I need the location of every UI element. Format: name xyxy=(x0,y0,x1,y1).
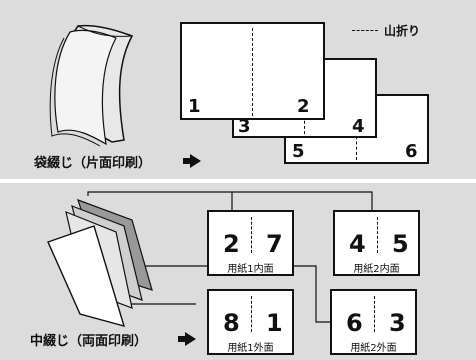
sheet-side-label: 用紙1外面 xyxy=(227,343,274,354)
saddle-stitch-booklet-illustration xyxy=(47,199,153,328)
page-number: 1 xyxy=(266,309,283,337)
page-number: 5 xyxy=(292,141,305,162)
page-number: 5 xyxy=(392,230,409,258)
spread-sheet1-outside: 8 1 用紙1外面 xyxy=(207,289,294,355)
pouch-binding-caption: 袋綴じ（片面印刷） xyxy=(34,156,152,171)
arrow-right-icon xyxy=(183,158,190,164)
fold-line-legend-symbol xyxy=(352,30,378,31)
sheet-1 xyxy=(180,22,325,120)
section-divider xyxy=(0,179,476,183)
arrow-right-icon xyxy=(185,332,196,346)
sheet-side-label: 用紙2内面 xyxy=(353,264,400,275)
sheet-side-label: 用紙1内面 xyxy=(227,264,274,275)
page-number: 6 xyxy=(346,309,363,337)
page-number: 8 xyxy=(223,309,240,337)
page-number: 4 xyxy=(349,230,366,258)
spread-sheet2-inside: 4 5 用紙2内面 xyxy=(333,210,420,276)
fold-line-legend-label: 山折り xyxy=(384,24,421,38)
pouch-binding-booklet-illustration xyxy=(49,24,134,147)
page-number: 2 xyxy=(223,230,240,258)
saddle-stitch-caption: 中綴じ（両面印刷） xyxy=(30,334,148,349)
fold-line xyxy=(374,296,375,332)
page-number: 6 xyxy=(405,141,418,162)
arrow-right-icon xyxy=(190,154,201,168)
spread-sheet1-inside: 2 7 用紙1内面 xyxy=(207,210,294,276)
fold-line xyxy=(252,28,253,116)
fold-line xyxy=(377,217,378,253)
arrow-right-icon xyxy=(178,336,185,342)
page-number: 3 xyxy=(389,309,406,337)
page-number: 7 xyxy=(266,230,283,258)
page-number: 1 xyxy=(188,96,201,117)
spread-sheet2-outside: 6 3 用紙2外面 xyxy=(330,289,417,355)
fold-line xyxy=(251,217,252,253)
sheet-side-label: 用紙2外面 xyxy=(350,343,397,354)
page-number: 3 xyxy=(238,116,251,137)
page-number: 2 xyxy=(297,96,310,117)
fold-line xyxy=(251,296,252,332)
page-number: 4 xyxy=(352,116,365,137)
